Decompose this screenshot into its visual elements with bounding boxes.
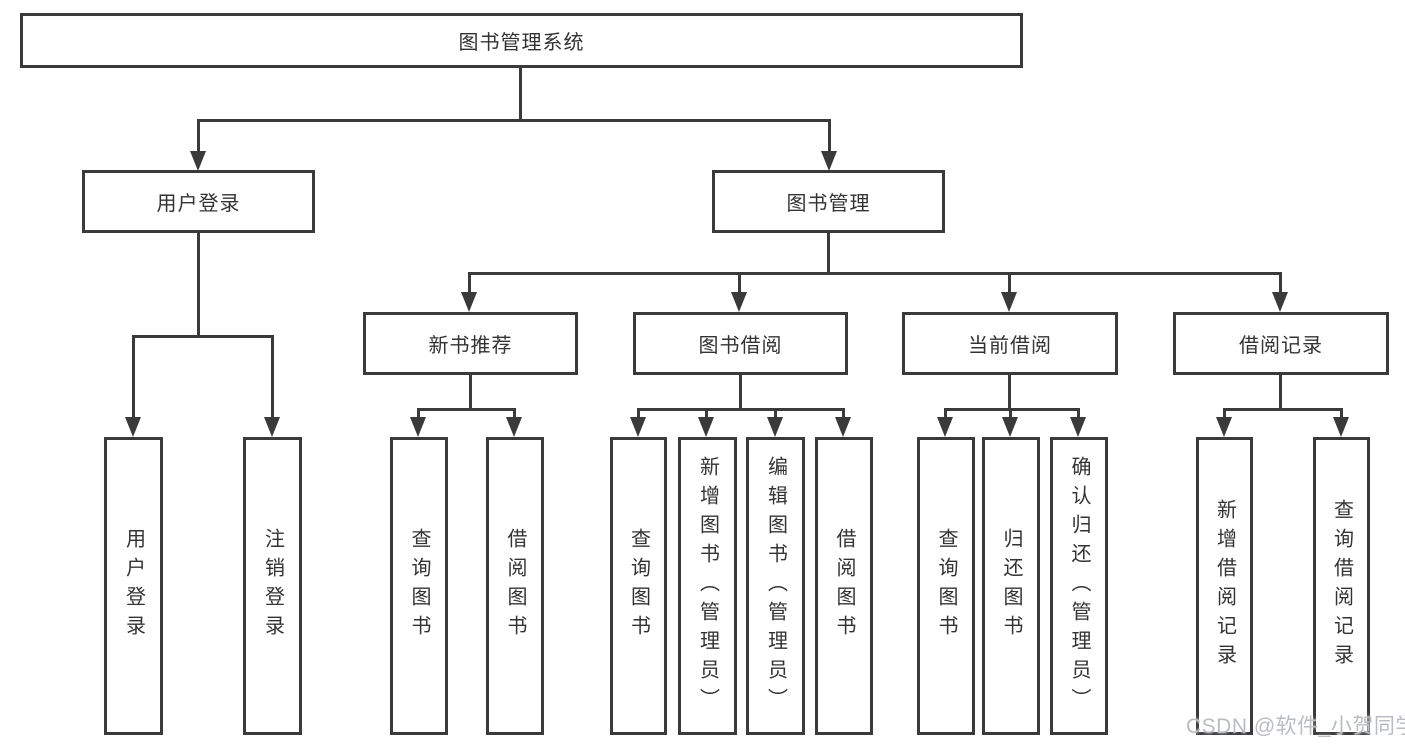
- leaf-query-borrow-record-label: 查询借阅记录: [1330, 499, 1353, 673]
- leaf-add-books-admin: 新增图书（管理员）: [678, 437, 737, 735]
- leaf-query-books-1-label: 查询图书: [408, 528, 430, 644]
- connector-leaf-stem: [1009, 408, 1012, 420]
- node-book-mgmt: 图书管理: [712, 170, 945, 233]
- arrowhead-down-icon: [410, 417, 426, 437]
- node-root-label: 图书管理系统: [458, 32, 585, 54]
- node-root: 图书管理系统: [20, 13, 1023, 68]
- connector-leaf-stem: [705, 408, 708, 420]
- node-new-books: 新书推荐: [363, 312, 578, 375]
- connector-root-hline: [197, 119, 831, 122]
- connector-new-books-stub: [469, 375, 472, 408]
- arrowhead-down-icon: [767, 417, 783, 437]
- arrowhead-down-icon: [190, 151, 206, 171]
- arrowhead-down-icon: [125, 417, 141, 437]
- leaf-query-books-3: 查询图书: [917, 437, 975, 735]
- leaf-add-books-admin-label: 新增图书（管理员）: [696, 455, 719, 717]
- arrowhead-down-icon: [461, 292, 477, 312]
- connector-records-stem: [1279, 272, 1282, 294]
- arrowhead-down-icon: [1216, 417, 1232, 437]
- arrowhead-down-icon: [821, 151, 837, 171]
- node-current-borrowing: 当前借阅: [902, 312, 1118, 375]
- leaf-edit-books-admin: 编辑图书（管理员）: [746, 437, 805, 735]
- connector-root-stub: [519, 68, 522, 119]
- arrowhead-down-icon: [1002, 417, 1018, 437]
- connector-user-login-stem: [197, 119, 200, 153]
- connector-borrowing-records-stub: [1279, 375, 1282, 408]
- connector-leaf-stem: [842, 408, 845, 420]
- leaf-user-login: 用户登录: [104, 437, 163, 735]
- connector-leaf-stem: [1340, 408, 1343, 420]
- leaf-borrow-books-1-label: 借阅图书: [504, 528, 526, 644]
- leaf-borrow-books-1: 借阅图书: [486, 437, 544, 735]
- leaf-logout-label: 注销登录: [261, 528, 284, 644]
- connector-leaf-stem: [944, 408, 947, 420]
- leaf-confirm-return-admin: 确认归还（管理员）: [1050, 437, 1108, 735]
- leaf-borrow-books-2: 借阅图书: [815, 437, 873, 735]
- node-book-mgmt-label: 图书管理: [786, 193, 871, 215]
- leaf-return-books-label: 归还图书: [1000, 528, 1022, 644]
- arrowhead-down-icon: [506, 417, 522, 437]
- arrowhead-down-icon: [1001, 292, 1017, 312]
- leaf-query-books-1: 查询图书: [390, 437, 448, 735]
- node-new-books-label: 新书推荐: [428, 335, 513, 357]
- csdn-watermark: CSDN @软件_小贺同学: [1186, 715, 1405, 738]
- arrowhead-down-icon: [731, 292, 747, 312]
- connector-login-stem: [132, 335, 135, 419]
- connector-borrowing-records-hline: [1223, 408, 1343, 411]
- leaf-edit-books-admin-label: 编辑图书（管理员）: [764, 455, 787, 717]
- arrowhead-down-icon: [1333, 417, 1349, 437]
- leaf-return-books: 归还图书: [982, 437, 1040, 735]
- leaf-confirm-return-admin-label: 确认归还（管理员）: [1068, 455, 1090, 717]
- node-book-borrowing: 图书借阅: [633, 312, 848, 375]
- leaf-add-borrow-record: 新增借阅记录: [1196, 437, 1253, 735]
- leaf-borrow-books-2-label: 借阅图书: [833, 528, 855, 644]
- connector-book-mgmt-stub: [827, 233, 830, 273]
- leaf-user-login-label: 用户登录: [122, 528, 145, 644]
- node-user-login: 用户登录: [82, 170, 315, 233]
- connector-current-borrowing-stub: [1008, 375, 1011, 408]
- connector-book-borrowing-stub: [739, 375, 742, 408]
- connector-leaf-stem: [1223, 408, 1226, 420]
- arrowhead-down-icon: [264, 417, 280, 437]
- arrowhead-down-icon: [835, 417, 851, 437]
- leaf-add-borrow-record-label: 新增借阅记录: [1213, 499, 1236, 673]
- leaf-query-books-2-label: 查询图书: [627, 528, 650, 644]
- node-borrowing-records-label: 借阅记录: [1239, 335, 1323, 357]
- connector-new-books-hline: [417, 408, 516, 411]
- arrowhead-down-icon: [698, 417, 714, 437]
- arrowhead-down-icon: [937, 417, 953, 437]
- connector-leaf-stem: [637, 408, 640, 420]
- node-book-borrowing-label: 图书借阅: [698, 335, 783, 357]
- connector-borrowing-stem: [738, 272, 741, 294]
- connector-leaf-stem: [513, 408, 516, 420]
- leaf-query-books-2: 查询图书: [610, 437, 667, 735]
- connector-book-mgmt-stem: [828, 119, 831, 153]
- arrowhead-down-icon: [1272, 292, 1288, 312]
- connector-leaf-stem: [774, 408, 777, 420]
- connector-logout-stem: [271, 335, 274, 419]
- connector-new-books-stem: [468, 272, 471, 294]
- node-user-login-label: 用户登录: [156, 193, 241, 215]
- connector-user-login-hline: [132, 335, 274, 338]
- arrowhead-down-icon: [1070, 417, 1086, 437]
- connector-book-mgmt-hline: [468, 272, 1282, 275]
- leaf-query-borrow-record: 查询借阅记录: [1313, 437, 1370, 735]
- connector-current-stem: [1008, 272, 1011, 294]
- node-current-borrowing-label: 当前借阅: [968, 335, 1052, 357]
- connector-user-login-stub: [197, 233, 200, 335]
- connector-leaf-stem: [417, 408, 420, 420]
- connector-book-borrowing-hline: [637, 408, 845, 411]
- node-borrowing-records: 借阅记录: [1173, 312, 1389, 375]
- leaf-logout: 注销登录: [243, 437, 302, 735]
- arrowhead-down-icon: [630, 417, 646, 437]
- connector-leaf-stem: [1077, 408, 1080, 420]
- connector-current-borrowing-hline: [944, 408, 1080, 411]
- leaf-query-books-3-label: 查询图书: [935, 528, 957, 644]
